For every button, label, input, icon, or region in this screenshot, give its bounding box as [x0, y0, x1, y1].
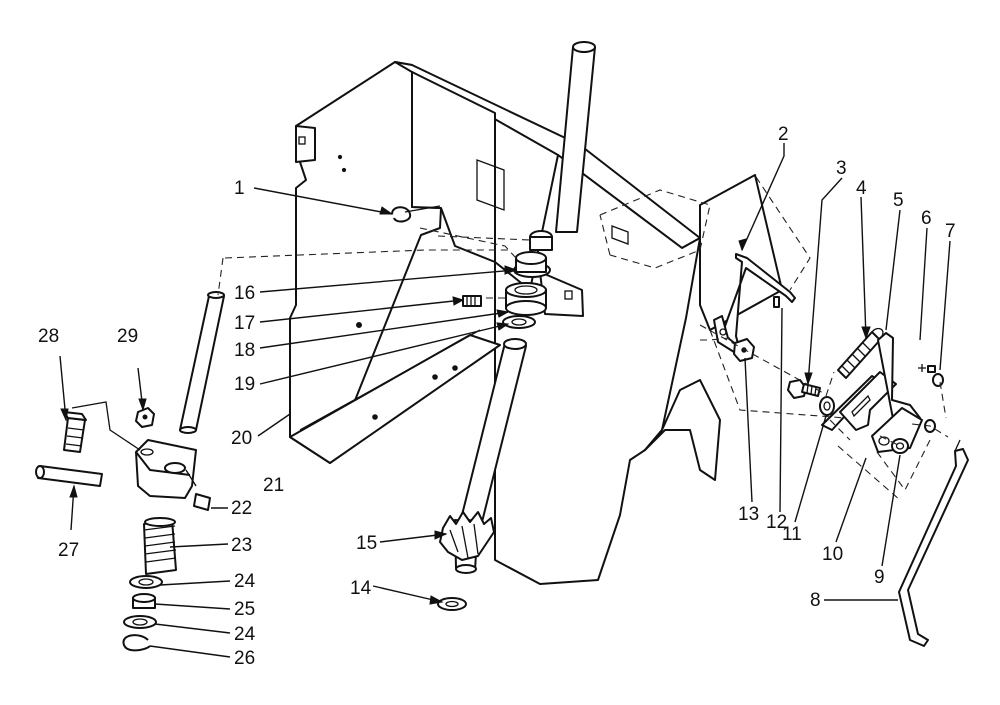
callout-29: 29 — [117, 326, 138, 347]
lock-collar — [462, 282, 547, 316]
extension-spring — [837, 327, 884, 379]
pin — [35, 465, 103, 487]
bushing-small — [132, 593, 156, 609]
pivot-shaft — [179, 291, 225, 434]
callout-25: 25 — [234, 599, 255, 620]
pinion-gear — [439, 511, 495, 561]
callout-20: 20 — [231, 428, 252, 449]
hairpin-cotter — [391, 205, 441, 223]
callout-24-lower: 24 — [234, 624, 256, 645]
callout-2: 2 — [778, 124, 789, 145]
retaining-ring — [122, 634, 151, 652]
callout-11: 11 — [782, 524, 802, 545]
spacer — [891, 438, 909, 454]
callout-12: 12 — [766, 512, 787, 533]
control-rod — [898, 439, 969, 647]
flange-bushing — [513, 251, 551, 278]
bellcrank-plate — [821, 371, 897, 431]
callout-3: 3 — [836, 158, 847, 179]
compression-spring — [143, 517, 177, 575]
frame-bracket — [289, 61, 783, 585]
callout-19: 19 — [234, 374, 255, 395]
nut — [135, 407, 155, 428]
callout-13: 13 — [738, 504, 759, 525]
callout-22: 22 — [231, 498, 252, 519]
callout-8: 8 — [810, 590, 821, 611]
thrust-washer — [502, 315, 536, 329]
callout-27: 27 — [58, 540, 79, 561]
flat-washer-upper — [129, 575, 163, 589]
callout-4: 4 — [856, 178, 867, 199]
callout-18: 18 — [234, 340, 255, 361]
callout-9: 9 — [874, 567, 885, 588]
callout-6: 6 — [921, 208, 932, 229]
rod-bracket — [871, 332, 923, 453]
callout-21: 21 — [263, 475, 284, 496]
callout-17: 17 — [234, 313, 255, 334]
e-ring — [437, 597, 467, 611]
alignment-lines — [217, 176, 949, 501]
callout-14: 14 — [350, 578, 372, 599]
callout-24-upper: 24 — [234, 571, 256, 592]
callout-26: 26 — [234, 648, 255, 669]
callout-1: 1 — [234, 178, 245, 199]
callout-5: 5 — [893, 190, 904, 211]
set-screw — [193, 493, 211, 511]
callout-16: 16 — [234, 283, 255, 304]
clevis-pin — [918, 364, 936, 373]
washer-right — [819, 396, 835, 416]
steering-column-shaft — [529, 41, 596, 251]
callout-15: 15 — [356, 533, 377, 554]
locknut — [733, 338, 755, 362]
bolt — [63, 401, 141, 453]
flat-washer-lower — [123, 615, 157, 629]
steering-block — [135, 439, 197, 499]
hex-bolt — [787, 379, 821, 399]
callout-28: 28 — [38, 326, 59, 347]
callout-10: 10 — [822, 544, 843, 565]
callout-labels: 1 2 3 4 5 6 7 8 9 10 11 12 13 14 15 16 1… — [38, 124, 956, 669]
callout-23: 23 — [231, 535, 252, 556]
leader-arrowheads — [60, 206, 871, 605]
callout-7: 7 — [945, 221, 956, 242]
